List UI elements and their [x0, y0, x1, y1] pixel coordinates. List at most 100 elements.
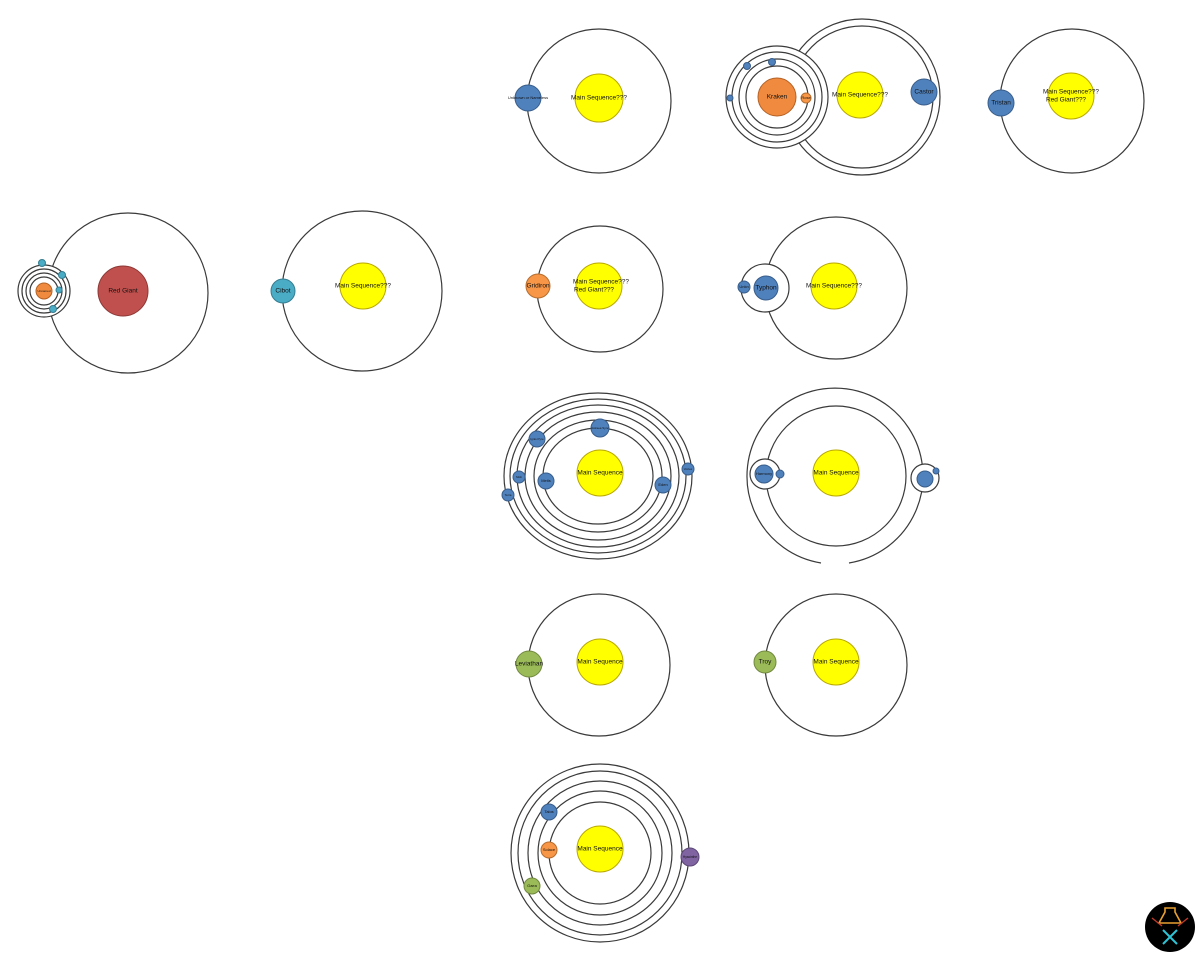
inner-planet-label: Rose	[801, 95, 811, 100]
inner-planet	[800, 92, 812, 104]
star	[575, 262, 623, 310]
system-1: Main Sequence??? Unknown or Nameless	[508, 28, 672, 174]
planet	[512, 470, 526, 484]
moon	[58, 271, 66, 279]
planet	[590, 418, 610, 438]
star	[576, 825, 624, 873]
system-2: Main Sequence??? Castor Kraken Rose	[725, 18, 941, 176]
planet	[540, 803, 558, 821]
orbit-ring	[537, 790, 663, 916]
planet	[680, 847, 700, 867]
planet-label: Leviathan	[515, 661, 544, 668]
system-3: Main Sequence??? Red Giant??? Tristan	[987, 28, 1145, 174]
star	[97, 265, 149, 317]
system-12: Main Sequence Talos Solace Gaea Hyacinth…	[510, 763, 700, 943]
planet-label: Astraea Sync	[591, 426, 609, 430]
planet	[514, 84, 542, 112]
star-label-line1: Main Sequence???	[573, 279, 629, 286]
planet	[540, 841, 558, 859]
system-9: Main Sequence Harmony	[746, 387, 940, 564]
moon	[55, 286, 63, 294]
planet	[987, 89, 1015, 117]
star-label: Main Sequence???	[335, 283, 391, 290]
planet	[681, 462, 695, 476]
star-label-line2: Red Giant???	[1046, 97, 1086, 104]
star-label: Red Giant	[108, 288, 137, 295]
star-label: Main Sequence???	[806, 283, 862, 290]
star	[812, 638, 860, 686]
star	[576, 449, 624, 497]
planet-label: Castor	[914, 89, 934, 96]
planet-label: Solace	[543, 847, 556, 852]
star	[1047, 72, 1095, 120]
inner-star	[35, 282, 53, 300]
planet-label: Talos	[544, 809, 553, 814]
orbit-ring	[738, 58, 816, 136]
star	[574, 73, 624, 123]
orbit-ring	[527, 780, 673, 926]
planet-label: Eden	[658, 482, 667, 487]
star-label-line1: Main Sequence???	[1043, 89, 1099, 96]
system-5: Main Sequence??? Cibot	[270, 210, 443, 372]
moon	[737, 280, 751, 294]
system-11: Main Sequence Troy	[753, 593, 908, 737]
planet-label: Harmony	[756, 471, 772, 476]
planet-label: Unknown or Nameless	[508, 95, 548, 100]
system-10: Main Sequence Leviathan	[515, 593, 671, 737]
planet	[525, 273, 551, 299]
planet	[537, 472, 555, 490]
star-label: Main Sequence	[813, 659, 859, 666]
planet-label: Cibot	[275, 288, 290, 295]
star	[810, 262, 858, 310]
star-label: Main Sequence	[813, 470, 859, 477]
star-label: Main Sequence???	[571, 95, 627, 102]
system-7: Main Sequence??? Typhon Unkn	[737, 216, 908, 360]
star	[812, 449, 860, 497]
planet-label: Gaea	[527, 883, 538, 888]
planet	[528, 430, 546, 448]
planet	[501, 488, 515, 502]
logo-badge	[1145, 902, 1195, 952]
planet-label: Ignis Pyre	[530, 437, 544, 441]
planet-label: Troy	[759, 659, 773, 666]
planet-label: Hyacinthe	[683, 855, 697, 859]
planet	[270, 278, 296, 304]
star-label: Main Sequence???	[832, 92, 888, 99]
planet-label: Vortex	[684, 467, 693, 471]
planet-label: Gridiron	[526, 283, 550, 290]
system-8: Main Sequence Metis Eden Astraea Sync Ig…	[501, 392, 695, 560]
star-label: Main Sequence	[577, 659, 623, 666]
orbit-ring	[21, 268, 67, 314]
moon	[726, 94, 734, 102]
orbit-ring	[746, 387, 924, 564]
inner-star-label: Unnamed	[37, 289, 50, 293]
crossed-tools-icon	[1162, 929, 1178, 945]
planet-label: Typhon	[755, 285, 777, 292]
moon	[768, 58, 776, 66]
planet-label: Tristan	[991, 100, 1011, 107]
system-6: Main Sequence??? Red Giant??? Gridiron	[525, 225, 664, 353]
orbit-ring	[503, 392, 693, 560]
moon	[743, 62, 751, 70]
moon	[49, 305, 57, 313]
star-label: Main Sequence	[577, 470, 623, 477]
planet	[753, 650, 777, 674]
planet	[910, 78, 938, 106]
star	[576, 638, 624, 686]
star	[836, 71, 884, 119]
planet	[753, 275, 779, 301]
planet	[754, 464, 774, 484]
lab-flask-logo	[1145, 902, 1195, 952]
inner-star-label: Kraken	[767, 94, 788, 101]
star-label-line2: Red Giant???	[574, 287, 614, 294]
bracket-icon	[1151, 917, 1189, 927]
star	[339, 262, 387, 310]
moon	[932, 467, 940, 475]
star-label: Main Sequence	[577, 846, 623, 853]
system-4: Red Giant Unnamed	[17, 212, 209, 374]
planet	[523, 877, 541, 895]
planet	[654, 476, 672, 494]
orbit-ring	[509, 398, 687, 554]
moon	[38, 259, 46, 267]
